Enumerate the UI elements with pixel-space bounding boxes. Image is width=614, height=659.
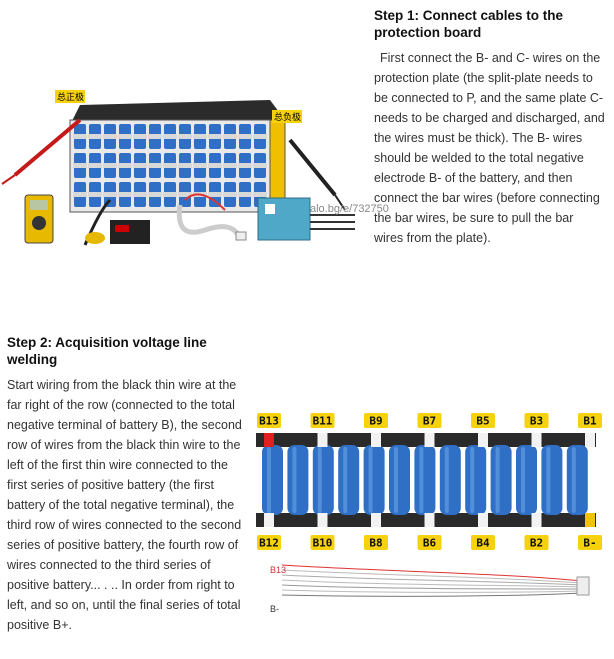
- step1-heading: Step 1: Connect cables to the protection…: [374, 8, 564, 40]
- multimeter-icon: [24, 194, 54, 244]
- bottom-nickel-tab: [317, 513, 328, 527]
- battery-cell: [566, 445, 588, 515]
- battery-cell: [465, 445, 487, 515]
- bottom-series-label: B-: [583, 537, 596, 550]
- top-nickel-tab: [585, 433, 595, 447]
- top-series-label: B13: [259, 415, 279, 428]
- watermark-text: alo.bg/e/732750: [310, 203, 389, 215]
- balance-cable: [281, 564, 590, 597]
- bottom-series-label: B6: [423, 537, 437, 550]
- top-series-label: B3: [530, 415, 543, 428]
- wire-harness-icon: [176, 193, 247, 241]
- battery-cell: [338, 445, 360, 515]
- top-nickel-tab: [424, 433, 435, 447]
- bottom-nickel-tab: [264, 513, 274, 527]
- bottom-series-label: B8: [369, 537, 382, 550]
- top-series-label: B5: [476, 415, 489, 428]
- soldering-station-icon: [83, 198, 150, 246]
- top-series-label: B7: [423, 415, 436, 428]
- battery-cell: [363, 445, 385, 515]
- cable-top-label: B13: [270, 565, 286, 575]
- battery-cell: [414, 445, 436, 515]
- pos-terminal-tag: 总正极: [57, 91, 84, 102]
- cable-bottom-label: B-: [270, 604, 279, 614]
- battery-cell: [287, 445, 309, 515]
- top-nickel-tab: [478, 433, 488, 447]
- bottom-nickel-tab: [478, 513, 488, 527]
- neg-terminal-tag: 总负极: [274, 111, 301, 122]
- step2-body: Start wiring from the black thin wire at…: [7, 378, 242, 632]
- battery-cell: [541, 445, 563, 515]
- top-nickel-tab: [371, 433, 381, 447]
- bottom-series-label: B10: [313, 537, 333, 550]
- top-nickel-tab: [264, 433, 274, 447]
- protection-board-icon: [257, 197, 355, 241]
- top-nickel-tab: [531, 433, 542, 447]
- step2-heading: Step 2: Acquisition voltage line welding: [7, 335, 207, 367]
- battery-cell: [516, 445, 537, 515]
- bottom-nickel-tab: [585, 513, 595, 527]
- top-series-label: B11: [313, 415, 333, 428]
- bottom-series-label: B4: [476, 537, 490, 550]
- bottom-nickel-tab: [531, 513, 542, 527]
- bottom-nickel-tab: [424, 513, 435, 527]
- top-series-label: B9: [369, 415, 382, 428]
- battery-cell: [439, 445, 461, 515]
- top-series-label: B1: [583, 415, 597, 428]
- step1-body: First connect the B- and C- wires on the…: [374, 51, 605, 245]
- top-nickel-tab: [317, 433, 328, 447]
- battery-cell: [490, 445, 512, 515]
- battery-pack-photo: 总正极 总负极 alo.bg/e/732750: [1, 90, 389, 246]
- bottom-series-label: B12: [259, 537, 279, 550]
- battery-cell: [389, 445, 410, 515]
- battery-cell: [262, 445, 283, 515]
- bottom-series-label: B2: [530, 537, 543, 550]
- bottom-nickel-tab: [371, 513, 381, 527]
- battery-cell: [312, 445, 334, 515]
